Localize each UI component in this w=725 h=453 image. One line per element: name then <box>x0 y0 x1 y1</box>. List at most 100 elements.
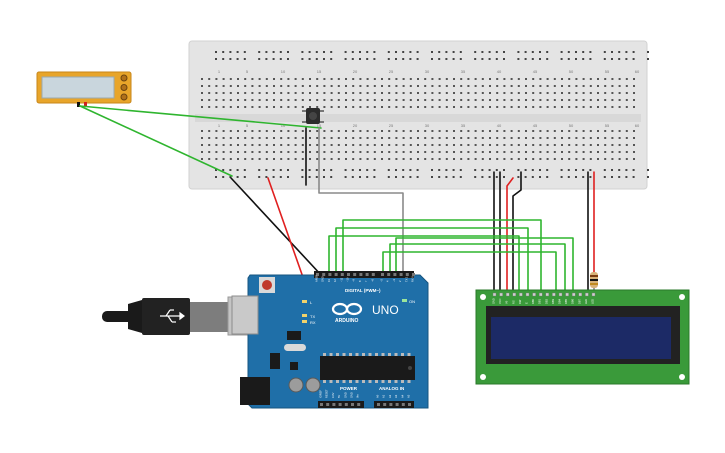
digital-pin-label: TX 1 <box>404 276 408 282</box>
power-pin-label: GND <box>350 392 354 398</box>
lcd-pin-label: V0 <box>505 300 509 304</box>
lcd-screen <box>491 317 671 359</box>
column-number: 45 <box>533 69 538 74</box>
column-number: 55 <box>605 123 610 128</box>
lcd-pin-label: LED <box>584 299 588 304</box>
capacitor <box>288 377 304 393</box>
column-number: 5 <box>246 123 249 128</box>
usb-icon <box>160 309 185 323</box>
column-number: 25 <box>389 69 394 74</box>
wire-green-db5 <box>382 251 557 297</box>
lcd-pin-label: DB0 <box>531 298 535 304</box>
digital-header-label: DIGITAL (PWM~) <box>345 288 381 293</box>
breadboard-holes <box>201 51 649 178</box>
wire-green-rs <box>328 235 520 297</box>
breadboard[interactable]: 1155101015152020252530303535404045455050… <box>188 40 649 190</box>
column-number: 50 <box>569 69 574 74</box>
digital-pin-label: ~11 <box>339 277 343 282</box>
column-number: 40 <box>497 69 502 74</box>
crystal-oscillator <box>284 344 306 351</box>
lcd-pin-label: VCC <box>498 298 502 304</box>
lcd-pin-label: DB6 <box>571 298 575 304</box>
arduino-logo-icon <box>331 302 363 316</box>
arduino-logo-text: ARDUINO <box>335 318 358 324</box>
wire-black-lcd-rw <box>512 171 522 297</box>
wire-red-lcd-vcc <box>506 177 514 297</box>
wire-green-e <box>335 227 529 297</box>
column-number: 10 <box>281 123 286 128</box>
digital-pin-label: RX 0 <box>411 276 415 282</box>
analog-pin-label: A2 <box>388 394 392 398</box>
lcd-pin-label: DB1 <box>538 298 542 304</box>
digital-pin-label: ~5 <box>380 278 384 282</box>
lcd-pin-label: DB7 <box>577 298 581 304</box>
analog-pin-label: A4 <box>400 394 404 398</box>
column-number: 15 <box>317 123 322 128</box>
column-number: 1 <box>218 123 221 128</box>
push-button[interactable] <box>302 108 324 124</box>
power-pin-label: GND <box>343 392 347 398</box>
power-jack <box>240 377 270 405</box>
l-led-label: L <box>310 300 313 305</box>
sensor-module[interactable] <box>36 71 132 107</box>
wire-gray-button <box>318 127 404 277</box>
column-number: 20 <box>353 69 358 74</box>
atmega-chip <box>320 353 415 383</box>
lcd-pin-label: DB5 <box>564 298 568 304</box>
analog-pin-label: A0 <box>376 394 380 398</box>
column-number: 10 <box>281 69 286 74</box>
lcd-pin-label: LED <box>591 299 595 304</box>
wires <box>79 105 595 406</box>
column-number: 25 <box>389 123 394 128</box>
analog-pin-label: A3 <box>394 394 398 398</box>
digital-pin-label: ~9 <box>352 278 356 282</box>
lcd-pin-label: GND <box>492 298 496 304</box>
digital-pin-label: 13 <box>327 279 331 282</box>
column-number: 35 <box>461 123 466 128</box>
digital-pin-label: GND <box>321 276 325 282</box>
wire-green-db7 <box>395 237 574 297</box>
wire-green-db4 <box>342 219 542 297</box>
digital-pin-label: 2 <box>398 280 402 282</box>
power-header-label: POWER <box>340 386 358 391</box>
digital-pin-label: ~10 <box>346 277 350 282</box>
power-pin-label: 3.3V <box>331 392 335 398</box>
digital-pin-label: 12 <box>333 279 337 282</box>
lcd-pin-label: DB2 <box>544 298 548 304</box>
column-number: 60 <box>635 69 640 74</box>
column-number: 20 <box>353 123 358 128</box>
column-number: 30 <box>425 69 430 74</box>
on-led-label: ON <box>409 299 415 304</box>
wire-green-db6 <box>389 243 566 297</box>
column-number: 30 <box>425 123 430 128</box>
digital-pin-label: ~3 <box>392 278 396 282</box>
wire-black-gnd <box>230 177 323 277</box>
column-number: 45 <box>533 123 538 128</box>
column-number: 60 <box>635 123 640 128</box>
lcd-pin-label: RS <box>511 300 515 304</box>
breadboard-column-numbers: 1155101015152020252530303535404045455050… <box>218 69 640 128</box>
power-pin-label: Vin <box>356 394 360 398</box>
power-pin-label: RESET <box>325 389 329 398</box>
lcd-pin-label: E <box>525 302 529 304</box>
digital-pin-label: 4 <box>386 280 390 282</box>
column-number: 1 <box>218 69 221 74</box>
column-number: 55 <box>605 69 610 74</box>
column-number: 35 <box>461 69 466 74</box>
tx-label: TX <box>310 314 315 319</box>
column-number: 50 <box>569 123 574 128</box>
arduino-model: UNO <box>372 303 399 317</box>
lcd-pin-label: DB3 <box>551 298 555 304</box>
column-number: 5 <box>246 69 249 74</box>
power-pin-label: IOREF <box>319 390 323 398</box>
lcd-pin-label: DB4 <box>558 298 562 304</box>
rx-label: RX <box>310 320 316 325</box>
column-number: 15 <box>317 69 322 74</box>
column-number: 40 <box>497 123 502 128</box>
wire-green-sensor-2 <box>79 105 233 177</box>
